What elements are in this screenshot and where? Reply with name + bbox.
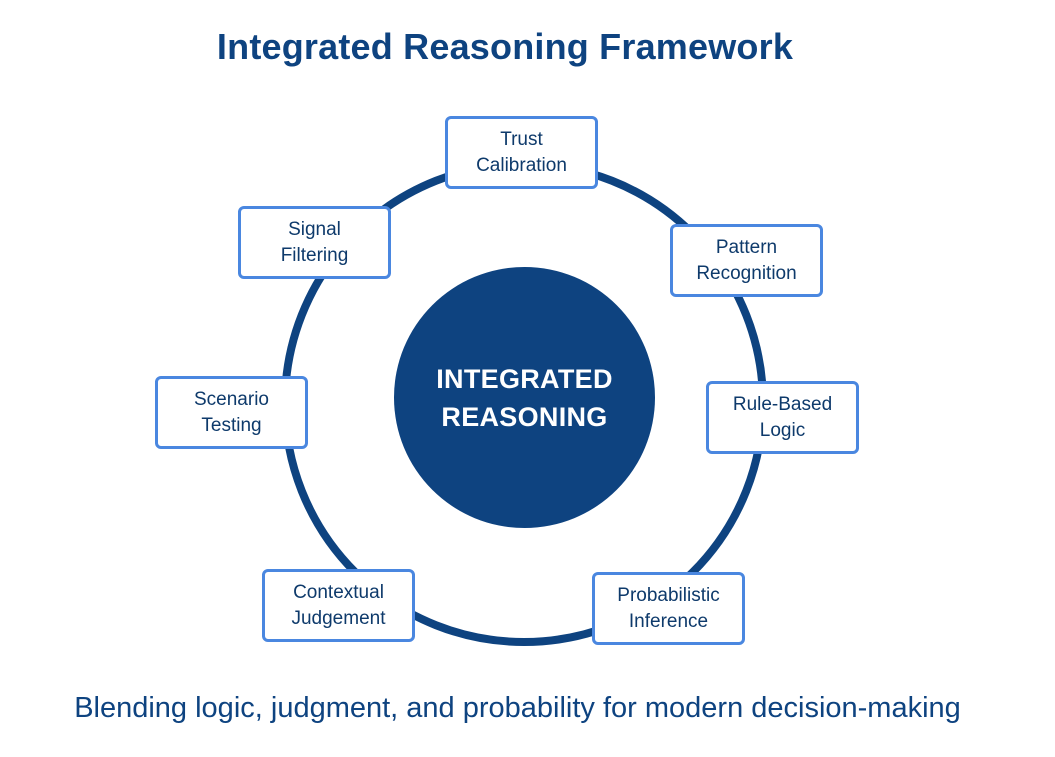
node-rule-based-logic: Rule-Based Logic xyxy=(706,381,859,454)
diagram-subtitle: Blending logic, judgment, and probabilit… xyxy=(74,692,961,724)
node-label-line2: Filtering xyxy=(280,244,349,266)
diagram-title: Integrated Reasoning Framework xyxy=(216,26,794,67)
node-label-line2: Calibration xyxy=(476,154,567,176)
node-probabilistic-inference: Probabilistic Inference xyxy=(592,572,745,645)
node-label-line2: Recognition xyxy=(696,262,797,284)
node-label-line1: Rule-Based xyxy=(732,393,833,415)
node-label-line1: Signal xyxy=(288,218,341,240)
node-label-line1: Trust xyxy=(500,128,543,150)
central-hub: INTEGRATED REASONING xyxy=(394,267,655,528)
node-scenario-testing: Scenario Testing xyxy=(155,376,308,449)
node-label-line2: Testing xyxy=(201,414,262,436)
hub-label-line2: REASONING xyxy=(441,401,608,432)
node-label-line1: Pattern xyxy=(715,236,778,258)
node-signal-filtering: Signal Filtering xyxy=(238,206,391,279)
node-label-line1: Contextual xyxy=(293,581,384,603)
node-trust-calibration: Trust Calibration xyxy=(445,116,598,189)
node-label-line2: Judgement xyxy=(291,607,386,629)
node-label-line2: Logic xyxy=(759,419,806,441)
node-contextual-judgement: Contextual Judgement xyxy=(262,569,415,642)
node-label-line1: Scenario xyxy=(194,388,269,410)
hub-label-line1: INTEGRATED xyxy=(436,363,613,394)
node-label-line1: Probabilistic xyxy=(617,584,720,606)
node-label-line2: Inference xyxy=(628,610,709,632)
node-pattern-recognition: Pattern Recognition xyxy=(670,224,823,297)
